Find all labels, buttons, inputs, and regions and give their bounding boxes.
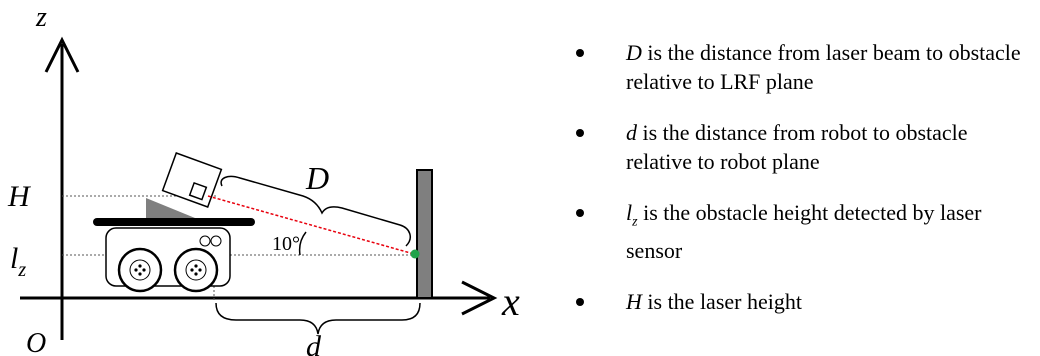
robot-wheel-right bbox=[173, 247, 219, 293]
x-axis-label: x bbox=[501, 279, 520, 324]
z-axis-arrowhead bbox=[44, 36, 80, 73]
legend-list: D is the distance from laser beam to obs… bbox=[568, 38, 1028, 338]
sensor-mount-wedge bbox=[146, 198, 195, 218]
legend-item-lz: lz is the obstacle height detected by la… bbox=[568, 198, 1028, 265]
robot-sensor-right bbox=[210, 235, 222, 247]
legend-item-d: d is the distance from robot to obstacle… bbox=[568, 118, 1028, 176]
legend-symbol: H bbox=[626, 289, 642, 315]
origin-label: O bbox=[26, 328, 46, 356]
obstacle-wall bbox=[416, 169, 433, 299]
lz-label: lz bbox=[10, 242, 26, 281]
laser-hit-point bbox=[410, 249, 420, 259]
brace-D bbox=[220, 175, 411, 247]
legend-text: is the obstacle height detected by laser… bbox=[626, 200, 982, 264]
robot-sensor-left bbox=[199, 235, 211, 247]
laser-beam bbox=[207, 195, 415, 255]
brace-d bbox=[215, 302, 421, 335]
legend-item-H: H is the laser height bbox=[568, 287, 1028, 316]
laser-emitter bbox=[188, 181, 208, 201]
laser-rangefinder bbox=[161, 152, 223, 208]
z-axis-label: z bbox=[35, 2, 47, 33]
robot bbox=[93, 152, 255, 293]
H-label: H bbox=[7, 180, 32, 213]
x-axis-arrowhead bbox=[461, 280, 498, 316]
legend-text: is the laser height bbox=[641, 289, 802, 315]
legend-symbol: l bbox=[626, 200, 633, 225]
robot-wheel-left bbox=[117, 247, 163, 293]
legend-text: is the distance from robot to obstacle r… bbox=[626, 120, 968, 174]
legend-symbol: d bbox=[626, 120, 637, 145]
legend-symbol: D bbox=[626, 40, 642, 65]
robot-laser-diagram: z x O H lz D 10° d bbox=[7, 2, 520, 356]
legend-item-D: D is the distance from laser beam to obs… bbox=[568, 38, 1028, 96]
legend-text: is the distance from laser beam to obsta… bbox=[626, 40, 1021, 94]
angle-arc bbox=[298, 231, 307, 256]
robot-top-plate bbox=[93, 218, 255, 226]
legend-symbol-sub: z bbox=[632, 214, 638, 230]
angle-label: 10° bbox=[272, 233, 300, 255]
d-label: d bbox=[306, 330, 322, 356]
D-label: D bbox=[305, 160, 329, 196]
